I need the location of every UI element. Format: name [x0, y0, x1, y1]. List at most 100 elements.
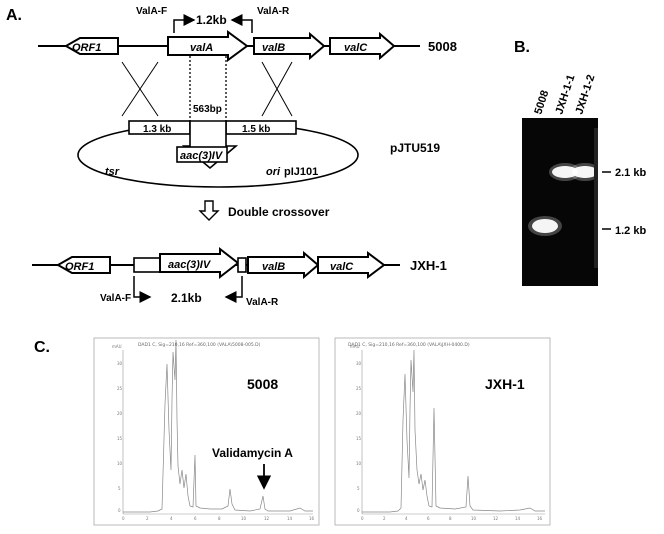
x-tick: 12: [493, 516, 499, 521]
band-jxh11-glow: [549, 163, 581, 181]
crossover-label: Double crossover: [228, 205, 330, 219]
x-tick: 2: [146, 516, 149, 521]
chromatogram-trace: [362, 349, 545, 513]
y-tick: 25: [356, 386, 362, 391]
band-jxh12-glow: [569, 163, 601, 181]
gene-valc: [329, 31, 396, 61]
mutant-primer-f-label: ValA-F: [100, 293, 131, 304]
lane-label-jxh1-2: JXH-1-2: [573, 73, 597, 116]
y-tick: 10: [117, 461, 123, 466]
sample-label: JXH-1: [485, 376, 525, 392]
cassette-box: [176, 146, 228, 163]
y-tick: 0: [118, 508, 121, 513]
y-tick: 0: [357, 508, 360, 513]
left-arm-size: 1.3 kb: [143, 124, 171, 135]
gene-valb-label: valB: [262, 42, 285, 54]
x-tick: 14: [515, 516, 521, 521]
x-tick: 6: [427, 516, 430, 521]
chromatogram-frame: [93, 337, 320, 526]
mutant-gene-valb-label: valB: [262, 261, 285, 273]
x-tick-labels: 0 2 4 6 8 10 12 14 16: [361, 516, 543, 521]
y-tick: 30: [117, 361, 123, 366]
chromatogram-header: DAD1 C, Sig=210,16 Ref=360,100 (VALA\JXH…: [348, 342, 470, 348]
gene-orf1-label: ORF1: [72, 42, 101, 54]
x-tick: 10: [471, 516, 477, 521]
amplicon-size-label: 1.2kb: [196, 13, 227, 27]
mutant-cassette: [159, 246, 240, 280]
x-tick: 2: [383, 516, 386, 521]
lane-label-5008: 5008: [532, 89, 551, 116]
wildtype-construct: ORF1 valA valB valC 5008 ValA-F ValA-R 1…: [38, 6, 457, 126]
x-tick: 16: [309, 516, 315, 521]
double-crossover: Double crossover: [198, 200, 330, 221]
band-jxh12-2-1kb: [572, 166, 598, 178]
y-tick: 15: [356, 436, 362, 441]
x-tick: 8: [449, 516, 452, 521]
y-tick: 30: [356, 361, 362, 366]
y-tick: 15: [117, 436, 123, 441]
x-tick: 6: [194, 516, 197, 521]
panel-c-label: C.: [34, 339, 50, 356]
panel-b-label: B.: [514, 39, 530, 56]
x-tick: 10: [241, 516, 247, 521]
mutant-amplicon-label: 2.1kb: [171, 291, 202, 305]
y-tick: 20: [117, 411, 123, 416]
x-tick: 8: [218, 516, 221, 521]
tsr-label: tsr: [105, 166, 120, 178]
y-tick: 5: [118, 486, 121, 491]
gene-valb: [253, 31, 326, 61]
primer-vala-r-label: ValA-R: [257, 6, 290, 17]
y-tick-labels: mAU 30 25 20 15 10 5 0: [112, 344, 123, 513]
strain-5008-label: 5008: [428, 39, 457, 54]
x-tick: 0: [361, 516, 364, 521]
crossover-left-line2: [121, 61, 159, 117]
gene-orf1: [63, 37, 119, 55]
mutant-right-arm: [237, 257, 247, 273]
gene-vala-label: valA: [190, 42, 213, 54]
gel-panel: 5008 JXH-1-1 JXH-1-2 2.1 kb 1.2 kb: [522, 73, 646, 286]
ori-label: ori: [266, 166, 281, 178]
mutant-primer-f-arrow: [133, 276, 152, 303]
band-jxh11-2-1kb: [552, 166, 578, 178]
chromatogram-header: DAD1 C, Sig=210,16 Ref=360,100 (VALA\500…: [138, 342, 261, 348]
mutant-primer-r-label: ValA-R: [246, 297, 279, 308]
cassette-label: aac(3)IV: [180, 150, 224, 162]
x-tick-labels: 0 2 4 6 8 10 12 14 16: [122, 516, 315, 521]
x-tick: 12: [264, 516, 270, 521]
y-tick: 20: [356, 411, 362, 416]
ori-name-label: pIJ101: [284, 166, 318, 178]
sample-label: 5008: [247, 376, 278, 392]
gel-image: [522, 118, 598, 286]
plasmid-pjtu519: 1.3 kb 1.5 kb aac(3)IV tsr ori pIJ101 pJ…: [77, 120, 440, 188]
deletion-size-label: 563bp: [193, 104, 222, 115]
validamycin-annotation: Validamycin A: [212, 446, 293, 460]
mutant-gene-valc: [317, 251, 386, 279]
mutant-gene-valc-label: valC: [330, 261, 354, 273]
mutant-cassette-label: aac(3)IV: [168, 259, 212, 271]
right-arm-size: 1.5 kb: [242, 124, 270, 135]
primer-vala-f-label: ValA-F: [136, 6, 167, 17]
chromatogram-frame: [334, 337, 551, 526]
strain-jxh1-label: JXH-1: [410, 258, 447, 273]
x-tick: 14: [287, 516, 293, 521]
band-label-lower: 1.2 kb: [615, 225, 646, 237]
crossover-right-line2: [261, 61, 293, 117]
plasmid-name: pJTU519: [390, 141, 440, 155]
x-tick: 4: [170, 516, 173, 521]
band-5008-1-2kb: [532, 219, 558, 233]
y-tick-labels: mAU 30 25 20 15 10 5 0: [350, 344, 362, 513]
x-tick: 0: [122, 516, 125, 521]
y-tick: 5: [357, 486, 360, 491]
mutant-gene-orf1-label: ORF1: [65, 261, 94, 273]
mutant-gene-orf1: [55, 256, 111, 274]
gene-valc-label: valC: [344, 42, 368, 54]
x-tick: 16: [537, 516, 543, 521]
chromatogram-trace: [123, 339, 313, 513]
mutant-gene-valb: [247, 250, 320, 280]
y-tick: mAU: [350, 344, 360, 349]
down-arrow-icon: [198, 200, 220, 221]
band-5008-glow: [528, 216, 562, 236]
y-tick: mAU: [112, 344, 122, 349]
primer-vala-r-arrow: [230, 14, 253, 33]
